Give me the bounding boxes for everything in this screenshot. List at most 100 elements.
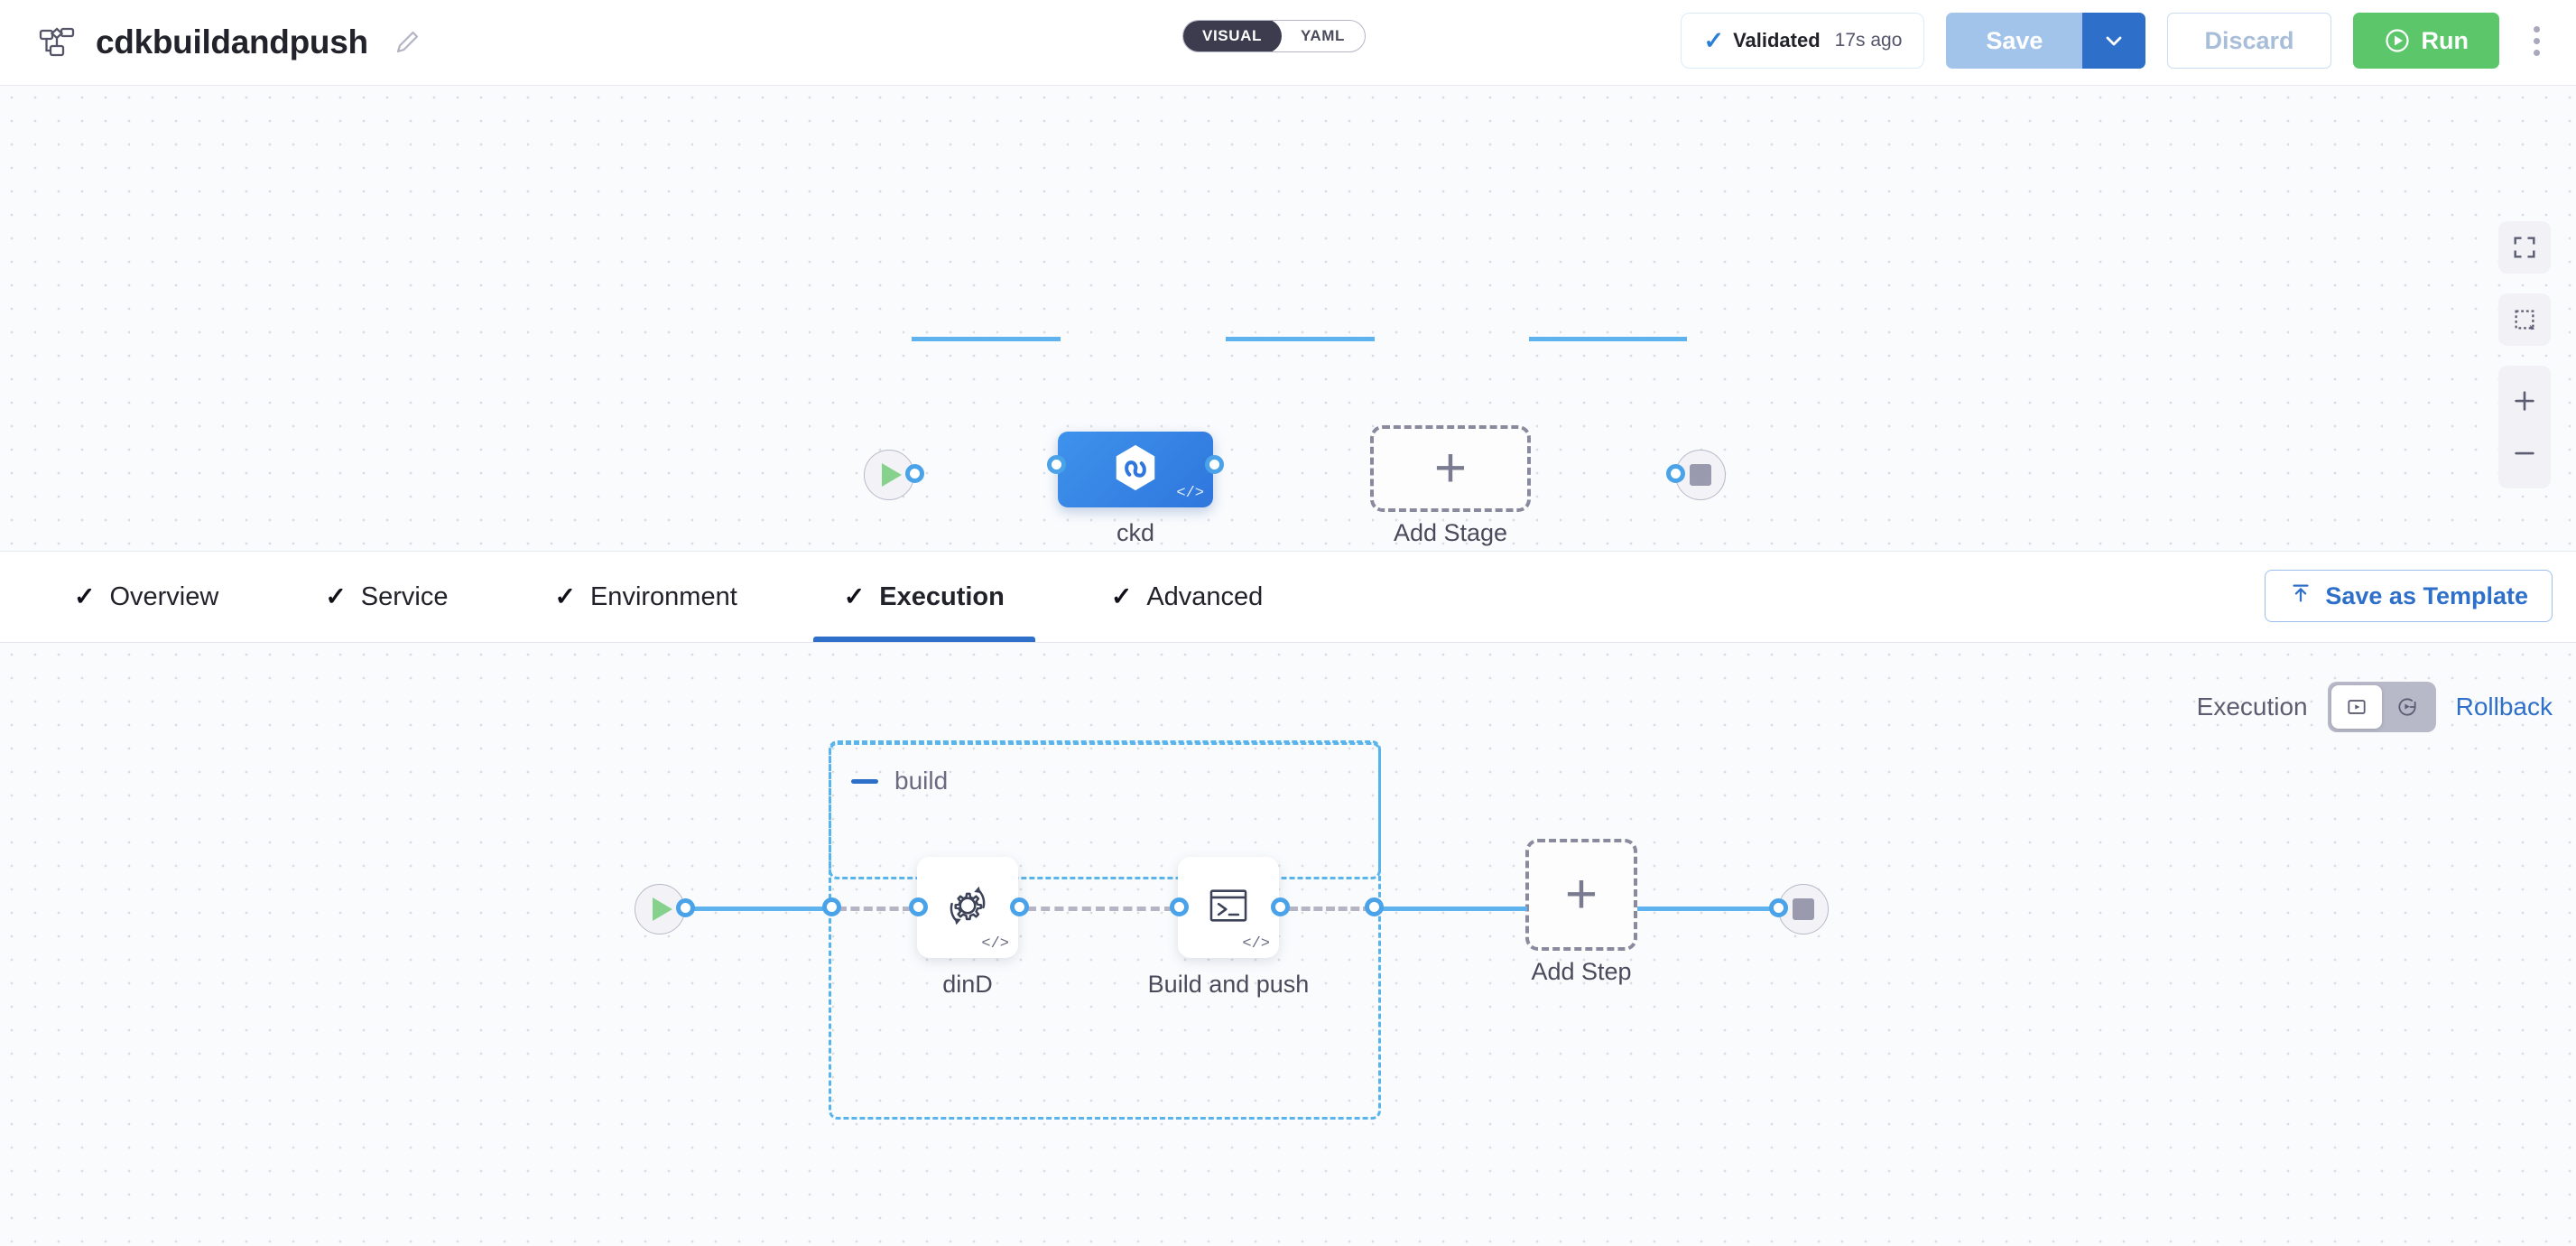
play-icon <box>881 463 902 487</box>
pipeline-nodes-icon <box>38 23 76 61</box>
edge-ckd-to-addstage <box>1226 337 1375 341</box>
validated-label: Validated <box>1733 29 1821 51</box>
step-end-node[interactable] <box>1769 884 1829 934</box>
tab-overview[interactable]: ✓ Overview <box>43 552 249 642</box>
step-label-dind: dinD <box>942 971 993 998</box>
header-actions: ✓ Validated 17s ago Save Discard <box>1681 13 2553 69</box>
header-left: cdkbuildandpush <box>0 23 421 61</box>
yaml-code-badge[interactable]: </> <box>981 935 1009 953</box>
mode-visual[interactable]: VISUAL <box>1182 21 1282 51</box>
step-node-dind[interactable]: </> dinD <box>917 857 1018 998</box>
page-title: cdkbuildandpush <box>96 23 368 60</box>
tab-environment[interactable]: ✓ Environment <box>524 552 768 642</box>
tab-execution[interactable]: ✓ Execution <box>812 552 1035 642</box>
execution-canvas[interactable]: Execution Rollback <box>0 643 2576 1246</box>
stage-start-node[interactable] <box>864 450 924 500</box>
save-as-template-label: Save as Template <box>2325 581 2528 609</box>
play-circle-icon <box>2384 27 2411 54</box>
step-start-node[interactable] <box>635 884 695 934</box>
tab-label: Advanced <box>1146 581 1264 611</box>
zoom-out-icon[interactable] <box>2498 427 2551 479</box>
step-start-port[interactable] <box>676 898 695 917</box>
save-dropdown-button[interactable] <box>2082 13 2146 69</box>
marquee-select-icon[interactable] <box>2498 293 2551 346</box>
pencil-icon[interactable] <box>394 29 421 56</box>
group-output-port[interactable] <box>1365 897 1384 916</box>
yaml-code-badge[interactable]: </> <box>1176 485 1204 502</box>
step-label-build-and-push: Build and push <box>1147 971 1310 998</box>
build-group-container[interactable]: build <box>829 740 1381 1120</box>
stage-canvas[interactable]: </> ckd + Add Stage <box>0 86 2576 552</box>
fit-screen-icon[interactable] <box>2498 221 2551 274</box>
add-stage-label: Add Stage <box>1393 519 1508 546</box>
edge-buildpush-to-groupout <box>1289 907 1372 911</box>
start-port[interactable] <box>905 464 924 483</box>
stage-node-ckd[interactable]: </> ckd <box>1047 432 1224 546</box>
buildpush-input-port[interactable] <box>1170 897 1189 916</box>
terminal-icon <box>1202 879 1255 936</box>
status-badge: ✓ Validated 17s ago <box>1681 13 1925 69</box>
minus-collapse-icon[interactable] <box>851 778 878 784</box>
execution-rollback-bar: Execution Rollback <box>2197 682 2553 732</box>
zoom-in-icon[interactable] <box>2498 375 2551 427</box>
execution-rollback-toggle[interactable] <box>2327 682 2436 732</box>
upload-template-icon <box>2289 581 2312 611</box>
buildpush-output-port[interactable] <box>1271 897 1290 916</box>
save-button-group[interactable]: Save <box>1946 13 2146 69</box>
execution-label: Execution <box>2196 693 2308 721</box>
check-icon: ✓ <box>1703 26 1725 54</box>
tab-advanced[interactable]: ✓ Advanced <box>1080 552 1293 642</box>
build-group-header[interactable]: build <box>851 767 948 795</box>
mode-yaml[interactable]: YAML <box>1300 27 1345 44</box>
check-icon: ✓ <box>74 582 96 610</box>
step-node-build-and-push[interactable]: </> Build and push <box>1148 857 1309 998</box>
check-icon: ✓ <box>325 582 347 610</box>
stop-icon <box>1793 898 1814 920</box>
check-icon: ✓ <box>554 582 576 610</box>
add-step-node[interactable]: + Add Step <box>1525 839 1637 985</box>
dind-output-port[interactable] <box>1010 897 1029 916</box>
app-header: cdkbuildandpush VISUAL YAML ✓ Validated … <box>0 0 2576 86</box>
save-as-template-button[interactable]: Save as Template <box>2265 570 2553 622</box>
tab-label: Execution <box>879 581 1005 611</box>
kebab-menu-icon[interactable] <box>2521 17 2553 65</box>
build-group-title: build <box>894 767 949 795</box>
play-icon <box>652 897 672 921</box>
harness-hexagon-icon <box>1109 442 1162 498</box>
plus-icon: + <box>1564 863 1598 925</box>
gear-rotate-icon <box>940 878 996 938</box>
group-input-port[interactable] <box>822 897 841 916</box>
view-mode-toggle[interactable]: VISUAL YAML <box>1182 20 1366 52</box>
end-port[interactable] <box>1666 464 1685 483</box>
discard-button[interactable]: Discard <box>2167 13 2331 69</box>
edge-dind-to-buildpush <box>1027 907 1173 911</box>
save-button[interactable]: Save <box>1946 13 2083 69</box>
rollback-label[interactable]: Rollback <box>2455 693 2553 721</box>
stage-tabbar: ✓ Overview ✓ Service ✓ Environment ✓ Exe… <box>0 552 2576 643</box>
edge-group-to-addstep <box>1381 907 1527 911</box>
edge-start-to-group <box>683 907 828 911</box>
plus-icon: + <box>1433 437 1468 499</box>
run-label: Run <box>2421 26 2469 54</box>
tab-label: Overview <box>109 581 219 611</box>
ckd-input-port[interactable] <box>1047 455 1066 474</box>
tab-list: ✓ Overview ✓ Service ✓ Environment ✓ Exe… <box>0 552 1339 642</box>
zoom-controls <box>2498 366 2551 488</box>
edge-group-to-dind <box>838 907 912 911</box>
dind-input-port[interactable] <box>909 897 928 916</box>
check-icon: ✓ <box>843 582 866 610</box>
edge-start-to-ckd <box>912 337 1061 341</box>
execution-view-icon[interactable] <box>2330 685 2382 729</box>
tab-label: Service <box>360 581 449 611</box>
run-button[interactable]: Run <box>2352 13 2499 69</box>
rollback-view-icon[interactable] <box>2382 685 2432 729</box>
add-step-label: Add Step <box>1531 958 1632 985</box>
edge-addstep-to-end <box>1637 907 1785 911</box>
tab-service[interactable]: ✓ Service <box>294 552 478 642</box>
add-stage-node[interactable]: + Add Stage <box>1370 425 1531 546</box>
stage-end-node[interactable] <box>1666 450 1726 500</box>
ckd-output-port[interactable] <box>1205 455 1224 474</box>
yaml-code-badge[interactable]: </> <box>1242 935 1270 953</box>
step-end-port[interactable] <box>1769 898 1788 917</box>
